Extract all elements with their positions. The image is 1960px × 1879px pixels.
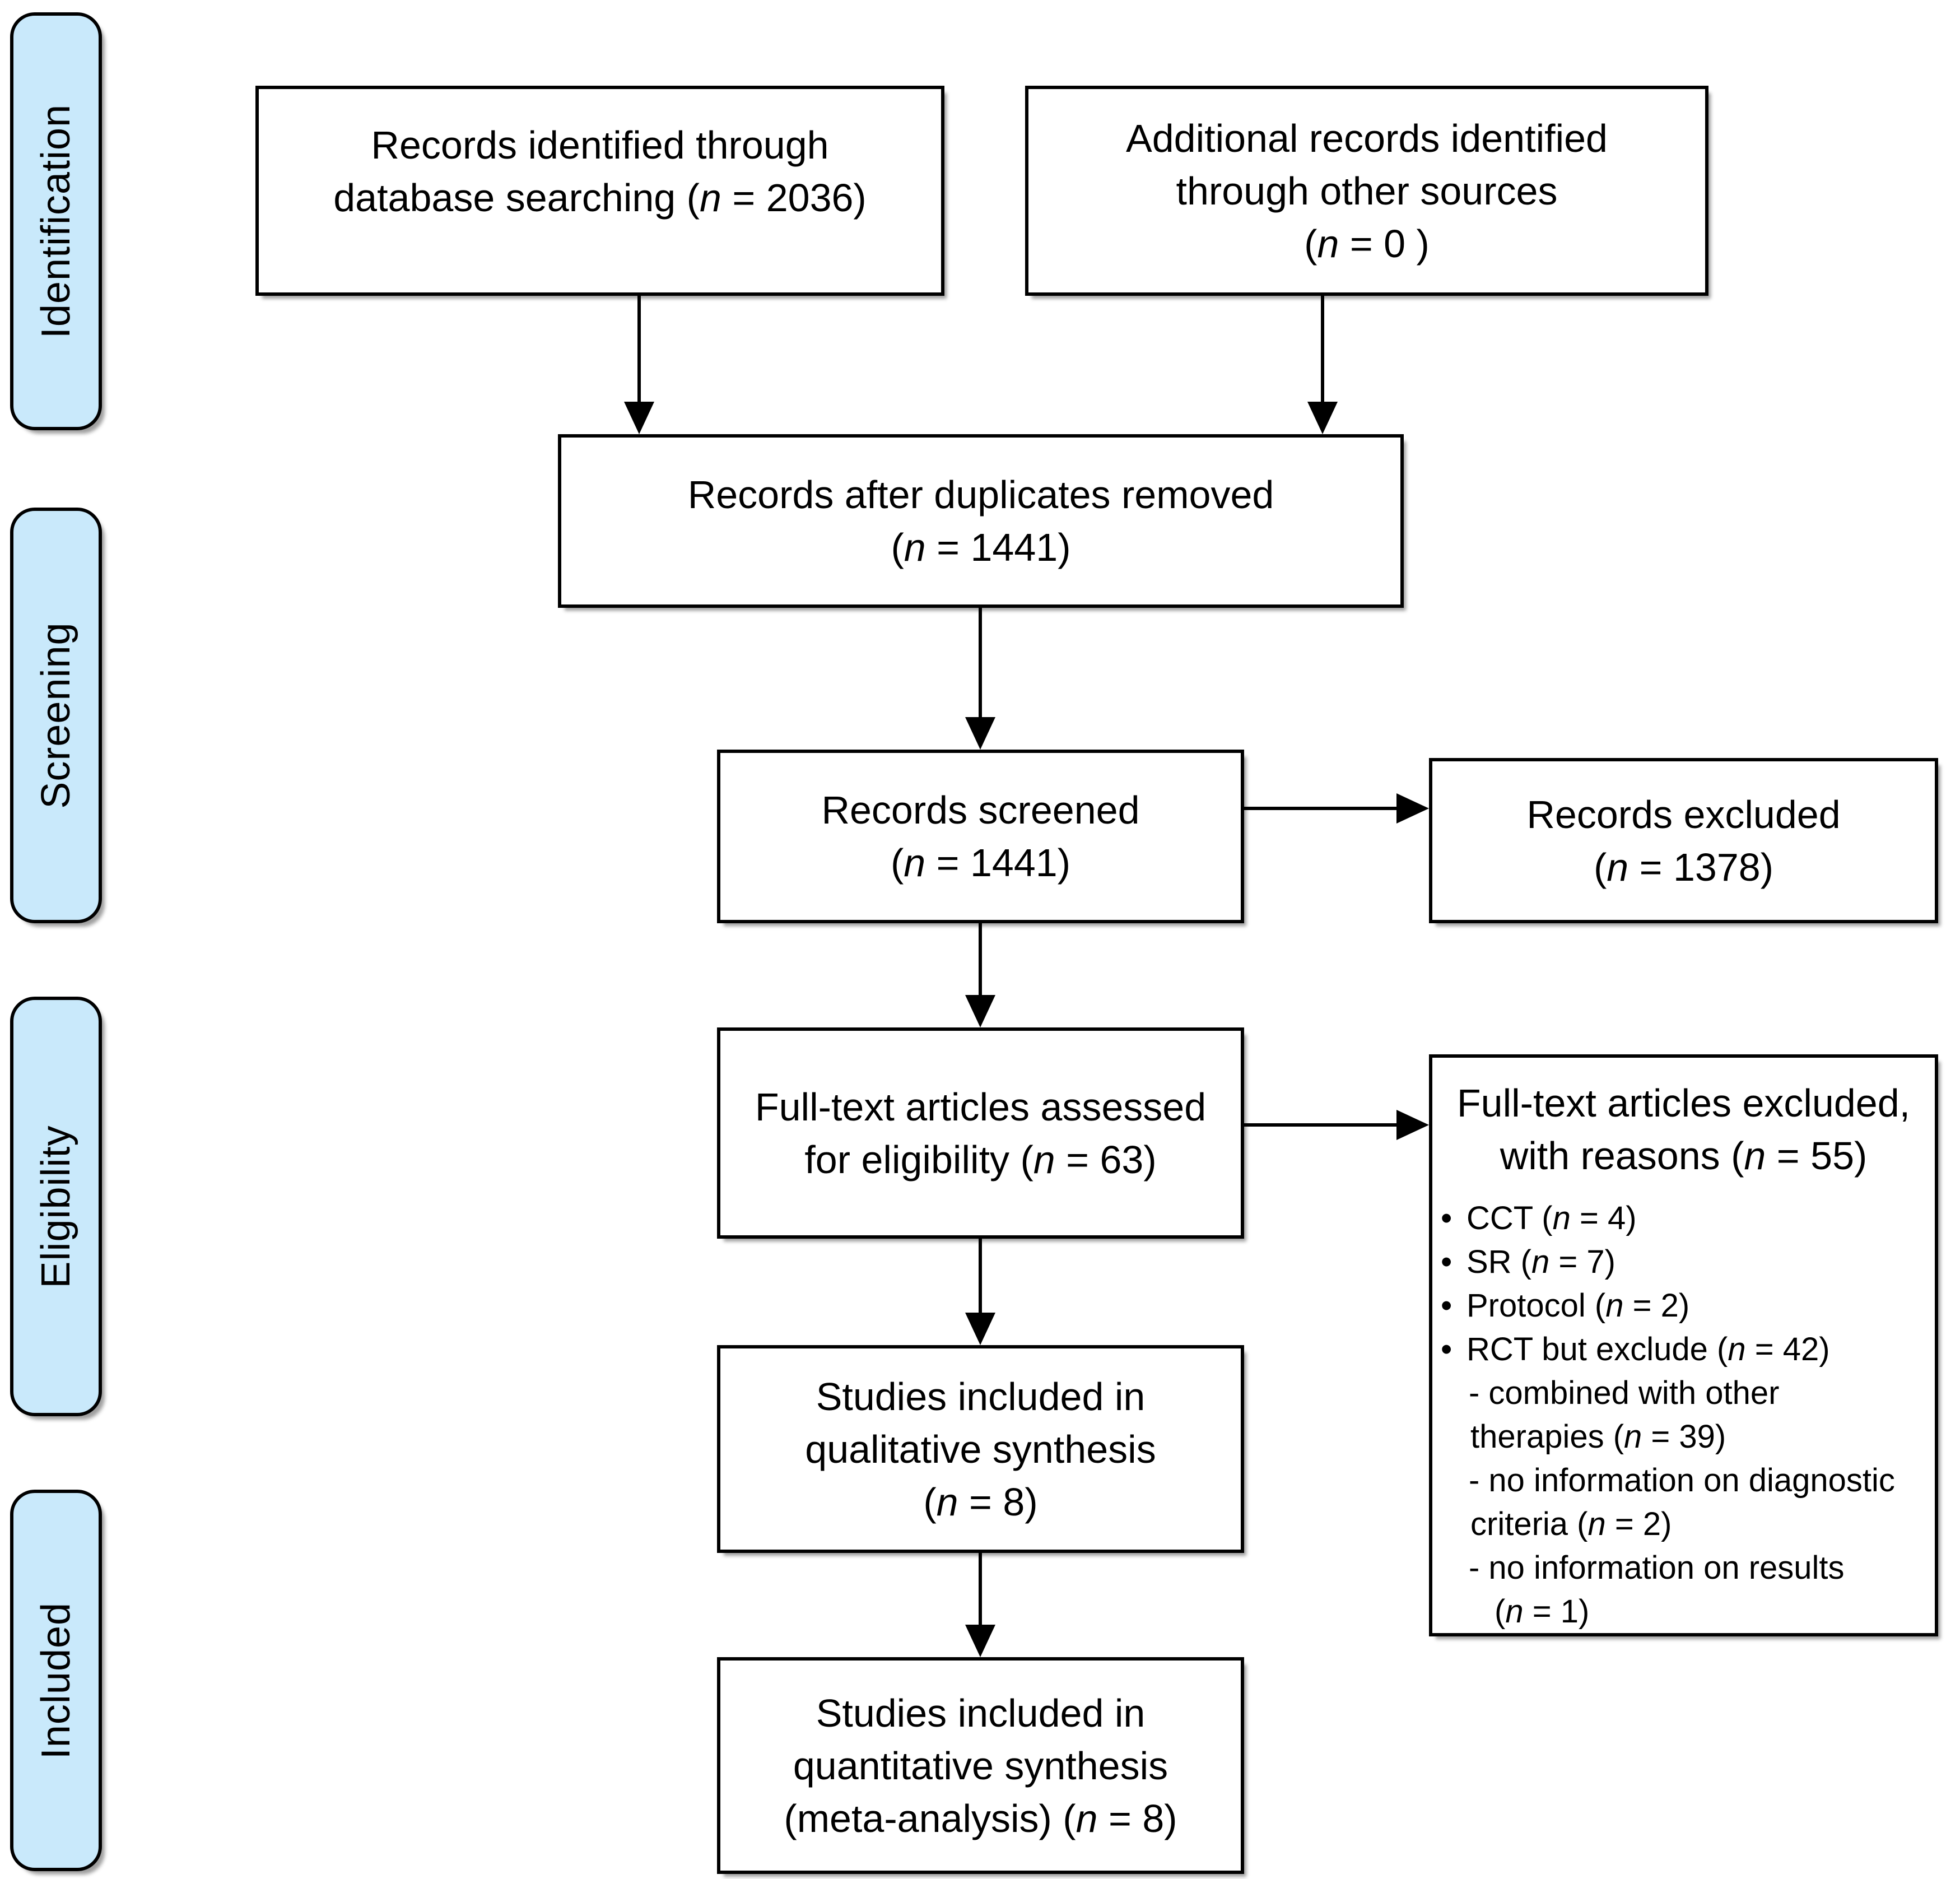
reason-line: - combined with other (1469, 1375, 1780, 1411)
text-line: Full-text articles assessed (755, 1085, 1207, 1129)
box-fulltext-excluded-with-reasons: Full-text articles excluded, with reasons… (1429, 1054, 1938, 1636)
reason-line: (n = 1) (1495, 1593, 1590, 1630)
stage-label-text: Included (34, 1602, 78, 1759)
reason-line: - no information on results (1469, 1550, 1845, 1586)
text-line: Studies included in (816, 1691, 1146, 1735)
box-text: Records after duplicates removed (n = 144… (561, 438, 1400, 604)
text-line: (n = 0 ) (1304, 221, 1430, 266)
text-line: (meta-analysis) (n = 8) (784, 1796, 1177, 1840)
text-line: (n = 1378) (1593, 845, 1774, 889)
arrow-line (979, 608, 982, 717)
text-line: Records after duplicates removed (687, 473, 1274, 517)
arrow-line (1244, 1123, 1396, 1127)
arrowhead-right-icon (1396, 1110, 1429, 1140)
reason-line: •SR (n = 7) (1432, 1240, 1935, 1284)
text-line: with reasons (n = 55) (1500, 1134, 1868, 1178)
arrowhead-down-icon (1307, 402, 1338, 434)
arrow-line (1244, 807, 1396, 810)
arrow-line (979, 1239, 982, 1313)
box-text: Records excluded (n = 1378) (1432, 761, 1935, 920)
exclusion-reasons-list: •CCT (n = 4)•SR (n = 7)•Protocol (n = 2)… (1432, 1197, 1935, 1634)
box-text: Full-text articles assessed for eligibili… (720, 1031, 1241, 1235)
box-additional-records-other-sources: Additional records identified through oth… (1025, 86, 1708, 296)
text-line: (n = 8) (923, 1480, 1038, 1524)
reason-line: criteria (n = 2) (1470, 1506, 1672, 1542)
box-text: Studies included in quantitative synthesi… (720, 1661, 1241, 1871)
text-line: Full-text articles excluded, (1456, 1081, 1911, 1125)
arrowhead-down-icon (965, 1625, 995, 1657)
bullet-icon: • (1441, 1331, 1452, 1368)
arrow-line (637, 296, 641, 402)
text-line: for eligibility (n = 63) (804, 1137, 1157, 1182)
stage-label-included: Included (10, 1490, 102, 1871)
arrowhead-down-icon (965, 995, 995, 1027)
stage-label-eligibility: Eligibility (10, 997, 102, 1416)
box-text: Studies included in qualitative synthesis… (720, 1348, 1241, 1550)
exclusion-title: Full-text articles excluded, with reasons… (1432, 1077, 1935, 1182)
text-line: Studies included in (816, 1374, 1146, 1418)
box-text: Additional records identified through oth… (1028, 89, 1705, 292)
text-line: (n = 1441) (890, 841, 1071, 885)
bullet-icon: • (1441, 1244, 1452, 1280)
stage-label-text: Screening (34, 622, 78, 809)
arrow-line (979, 923, 982, 995)
box-records-excluded: Records excluded (n = 1378) (1429, 758, 1938, 923)
text-line: (n = 1441) (891, 525, 1071, 569)
text-line: Additional records identified (1126, 116, 1608, 160)
reason-line: - no information on diagnostic (1469, 1462, 1895, 1499)
text-line: through other sources (1176, 169, 1558, 213)
text-line: Records identified through (371, 123, 829, 167)
box-records-screened: Records screened (n = 1441) (717, 750, 1244, 923)
stage-label-text: Identification (34, 104, 78, 339)
box-text: Records identified through database searc… (259, 89, 941, 292)
box-qualitative-synthesis: Studies included in qualitative synthesis… (717, 1345, 1244, 1553)
stage-label-text: Eligibility (34, 1124, 78, 1289)
text-line: database searching (n = 2036) (333, 175, 867, 220)
text-line: Records excluded (1526, 792, 1841, 836)
reason-line: •Protocol (n = 2) (1432, 1284, 1935, 1328)
text-line: Records screened (821, 788, 1140, 832)
box-text: Records screened (n = 1441) (720, 753, 1241, 920)
arrowhead-down-icon (624, 402, 654, 434)
text-line: qualitative synthesis (805, 1427, 1156, 1471)
arrow-line (979, 1553, 982, 1625)
arrowhead-down-icon (965, 717, 995, 750)
stage-label-screening: Screening (10, 508, 102, 923)
arrow-line (1321, 296, 1324, 402)
box-records-identified-database: Records identified through database searc… (255, 86, 944, 296)
arrowhead-down-icon (965, 1313, 995, 1345)
reason-line: •RCT but exclude (n = 42) (1432, 1328, 1935, 1371)
box-fulltext-assessed-eligibility: Full-text articles assessed for eligibili… (717, 1027, 1244, 1239)
bullet-icon: • (1441, 1287, 1452, 1324)
arrowhead-right-icon (1396, 793, 1429, 824)
reason-line: •CCT (n = 4) (1432, 1197, 1935, 1240)
box-quantitative-synthesis: Studies included in quantitative synthesi… (717, 1657, 1244, 1874)
box-records-after-duplicates-removed: Records after duplicates removed (n = 144… (558, 434, 1404, 608)
reason-line: therapies (n = 39) (1470, 1418, 1726, 1455)
text-line: quantitative synthesis (793, 1743, 1168, 1788)
stage-label-identification: Identification (10, 12, 102, 430)
bullet-icon: • (1441, 1200, 1452, 1236)
